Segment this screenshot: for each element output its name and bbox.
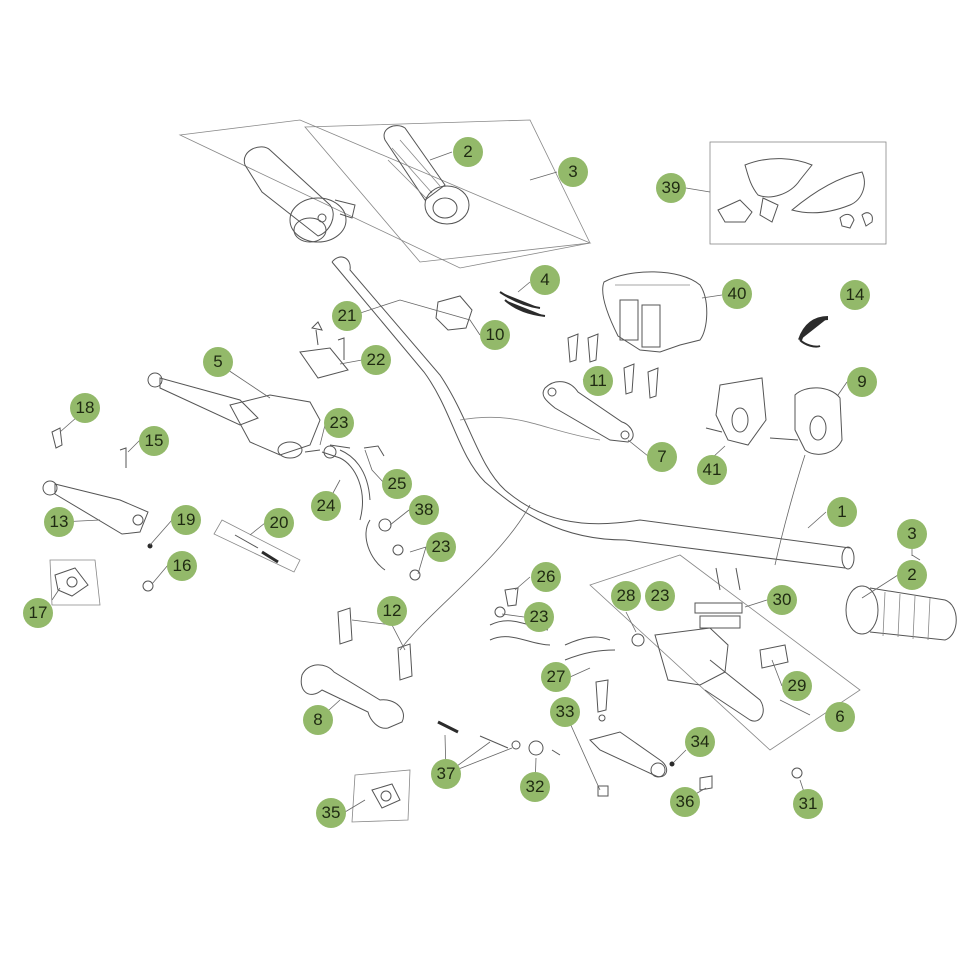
- clamp-plate-drawing: [299, 347, 349, 379]
- callout-c7[interactable]: 21: [332, 301, 362, 331]
- pushrod-drawing: [213, 519, 301, 573]
- callout-c1[interactable]: 2: [453, 137, 483, 167]
- callout-c20[interactable]: 38: [409, 495, 439, 525]
- bolt-set-drawing: [310, 321, 659, 399]
- callout-c28[interactable]: 26: [531, 562, 561, 592]
- callout-c26[interactable]: 3: [897, 519, 927, 549]
- clutch-assembly-drawing: [147, 372, 351, 459]
- spring-rod-drawing: [437, 720, 561, 756]
- callout-c19[interactable]: 24: [311, 491, 341, 521]
- callout-c34[interactable]: 12: [377, 596, 407, 626]
- callout-c14[interactable]: 23: [324, 408, 354, 438]
- strap-drawing: [798, 316, 829, 348]
- lower-clamp-drawing: [300, 607, 413, 729]
- brake-lever-drawing: [589, 679, 713, 797]
- callout-c17[interactable]: 41: [697, 455, 727, 485]
- brake-master-cylinder-drawing: [631, 567, 789, 722]
- right-grip-drawing: [845, 585, 957, 641]
- callout-c16[interactable]: 7: [647, 442, 677, 472]
- callout-c39[interactable]: 8: [303, 705, 333, 735]
- callout-c35[interactable]: 23: [524, 602, 554, 632]
- handlebar-drawing: [331, 256, 855, 570]
- callout-c32[interactable]: 30: [767, 585, 797, 615]
- callout-c41[interactable]: 34: [685, 727, 715, 757]
- callout-c36[interactable]: 27: [541, 662, 571, 692]
- upper-clamp-drawing: [542, 381, 634, 443]
- bracket-17-drawing: [49, 559, 101, 606]
- callout-c37[interactable]: 29: [782, 671, 812, 701]
- callout-c9[interactable]: 22: [361, 345, 391, 375]
- callout-c30[interactable]: 28: [611, 581, 641, 611]
- switch-and-wires-drawing: [435, 291, 546, 331]
- grip-drawing: [383, 125, 470, 225]
- callout-c38[interactable]: 33: [550, 697, 580, 727]
- callout-c42[interactable]: 37: [431, 759, 461, 789]
- callout-c8[interactable]: 10: [480, 320, 510, 350]
- callout-c15[interactable]: 15: [139, 426, 169, 456]
- callout-c3[interactable]: 39: [656, 173, 686, 203]
- callout-c22[interactable]: 13: [44, 507, 74, 537]
- left-lever-drawing: [42, 427, 154, 592]
- hose-and-fittings-drawing: [304, 445, 421, 581]
- callout-c40[interactable]: 6: [825, 702, 855, 732]
- callout-c10[interactable]: 5: [203, 347, 233, 377]
- brake-kit-frame: [589, 554, 861, 751]
- callout-c43[interactable]: 32: [520, 772, 550, 802]
- callout-c46[interactable]: 35: [316, 798, 346, 828]
- handguard-kit-drawing: [709, 141, 887, 245]
- callout-c29[interactable]: 2: [897, 560, 927, 590]
- callout-c23[interactable]: 19: [171, 505, 201, 535]
- callout-c33[interactable]: 17: [23, 598, 53, 628]
- callout-c45[interactable]: 31: [793, 789, 823, 819]
- leader-lines: [51, 151, 921, 813]
- callout-c31[interactable]: 23: [645, 581, 675, 611]
- switch-housing-drawing: [705, 377, 843, 455]
- callout-c27[interactable]: 16: [167, 551, 197, 581]
- brake-hose-drawing: [489, 587, 616, 661]
- callout-c44[interactable]: 36: [670, 787, 700, 817]
- callout-c13[interactable]: 18: [70, 393, 100, 423]
- throttle-grip-drawing: [243, 146, 356, 243]
- bracket-35-drawing: [351, 769, 411, 823]
- callout-c11[interactable]: 11: [583, 366, 613, 396]
- callout-c5[interactable]: 40: [722, 279, 752, 309]
- callout-c12[interactable]: 9: [847, 367, 877, 397]
- dashboard-drawing: [602, 271, 708, 353]
- callout-c21[interactable]: 1: [827, 497, 857, 527]
- callout-c4[interactable]: 4: [530, 265, 560, 295]
- callout-c25[interactable]: 23: [426, 532, 456, 562]
- callout-c24[interactable]: 20: [264, 508, 294, 538]
- nut-drawing: [791, 767, 803, 779]
- callout-c18[interactable]: 25: [382, 469, 412, 499]
- callout-c6[interactable]: 14: [840, 280, 870, 310]
- callout-c2[interactable]: 3: [558, 157, 588, 187]
- grip-kit-frame: [178, 119, 592, 269]
